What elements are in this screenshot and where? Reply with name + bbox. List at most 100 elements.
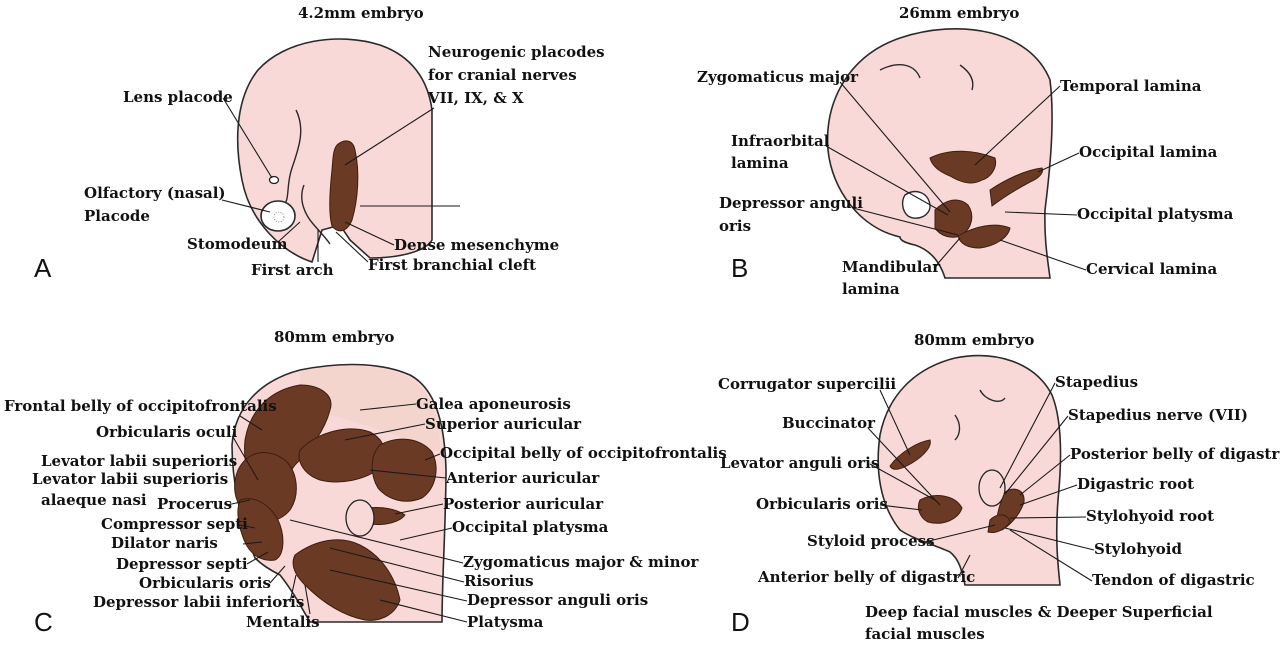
panel-a-dense-mesenchyme [329, 140, 359, 232]
label-mentalis: Mentalis [246, 613, 320, 631]
label-depressor-anguli-c: Depressor anguli oris [467, 591, 648, 609]
leader [999, 239, 1087, 271]
panel-c-title: 80mm embryo [274, 328, 394, 346]
leader [852, 207, 959, 236]
label-neurogenic-placodes-2: for cranial nerves [428, 66, 577, 84]
leader [999, 382, 1056, 489]
leader [344, 107, 435, 166]
label-infraorbital-1: Infraorbital [731, 132, 830, 150]
panel-b: 26mm embryo Zygomaticus major Temporal l… [697, 4, 1234, 298]
label-neurogenic-placodes-1: Neurogenic placodes [428, 43, 605, 61]
label-lens-placode: Lens placode [123, 88, 233, 106]
panel-b-embryo-head [826, 28, 1053, 279]
leader [924, 524, 996, 543]
panel-a-lens-placode [268, 175, 280, 185]
panel-c-platysma [292, 539, 401, 621]
label-depressor-septi: Depressor septi [116, 555, 248, 573]
leader [359, 403, 417, 411]
label-platysma: Platysma [467, 613, 544, 631]
panel-b-cervical-lamina [957, 224, 1011, 249]
leader [974, 85, 1061, 166]
label-anterior-digastric: Anterior belly of digastric [757, 568, 975, 586]
panel-a-contour [283, 109, 302, 206]
label-depressor-anguli-b-1: Depressor anguli [719, 194, 863, 212]
leader [344, 423, 426, 441]
panel-d-caption-2: facial muscles [865, 625, 985, 643]
leader [329, 569, 468, 602]
label-depressor-labii: Depressor labii inferioris [93, 593, 304, 611]
panel-b-occipital-lamina [989, 167, 1043, 207]
leader [242, 541, 263, 545]
leader [222, 97, 273, 179]
label-first-arch: First arch [251, 261, 334, 279]
panel-c: 80mm embryo Frontal belly of occipitofro… [4, 328, 727, 637]
label-temporal-lamina: Temporal lamina [1060, 77, 1202, 95]
label-depressor-anguli-b-2: oris [719, 217, 751, 235]
label-procerus: Procerus [157, 495, 232, 513]
label-stapedius: Stapedius [1055, 373, 1138, 391]
leader [226, 499, 251, 506]
panel-a-letter: A [34, 253, 52, 283]
leader [869, 463, 936, 501]
leader [879, 504, 923, 511]
label-olfactory-placode-1: Olfactory (nasal) [84, 184, 226, 202]
label-zygomaticus: Zygomaticus major & minor [463, 553, 699, 571]
label-orbicularis-oris-c: Orbicularis oris [139, 574, 271, 592]
leader [289, 519, 464, 564]
label-levator-anguli: Levator anguli oris [720, 454, 879, 472]
leader [239, 524, 256, 529]
label-stylohyoid-root: Stylohyoid root [1086, 507, 1214, 525]
panel-d-contour2 [954, 414, 961, 441]
panel-d-caption-1: Deep facial muscles & Deeper Superficial [865, 603, 1213, 621]
panel-a-arch-contour [301, 184, 331, 245]
label-cervical-lamina: Cervical lamina [1086, 260, 1217, 278]
panel-d-contour [979, 389, 1006, 402]
label-occipital-platysma-c: Occipital platysma [452, 518, 609, 536]
panel-b-temporal-lamina [929, 150, 997, 184]
panel-b-eye [901, 190, 931, 219]
label-posterior-digastric: Posterior belly of digastric [1070, 445, 1280, 463]
panel-b-letter: B [731, 253, 748, 283]
label-infraorbital-2: lamina [731, 154, 789, 172]
leader [232, 436, 259, 481]
leader [957, 554, 971, 579]
leader [399, 527, 453, 541]
leader [369, 469, 447, 479]
label-frontal-belly: Frontal belly of occipitofrontalis [4, 397, 277, 415]
leader [239, 415, 263, 431]
leader [394, 503, 444, 515]
panel-c-occipital-belly [371, 438, 437, 502]
label-mandibular-1: Mandibular [842, 258, 941, 276]
leader [1004, 527, 1095, 551]
leader [1019, 454, 1071, 496]
label-occipital-platysma-b: Occipital platysma [1077, 205, 1234, 223]
panel-a-title: 4.2mm embryo [298, 4, 424, 22]
panel-b-facial-lamina [934, 199, 973, 238]
leader [879, 389, 911, 456]
leader [269, 565, 286, 584]
panel-d-buccinator [917, 495, 963, 524]
label-corrugator: Corrugator supercilii [718, 375, 896, 393]
panel-d-title: 80mm embryo [914, 331, 1034, 349]
label-stylohyoid: Stylohyoid [1094, 540, 1183, 558]
label-first-branchial-cleft: First branchial cleft [368, 256, 536, 274]
label-zygomaticus-major-b: Zygomaticus major [697, 68, 859, 86]
label-superior-auricular: Superior auricular [425, 415, 582, 433]
leader [1004, 211, 1078, 216]
panel-d-embryo-head [877, 354, 1062, 586]
label-neurogenic-placodes-3: VII, IX, & X [427, 89, 524, 107]
label-digastric-root: Digastric root [1077, 475, 1194, 493]
panel-d-letter: D [731, 607, 750, 637]
label-buccinator: Buccinator [782, 414, 876, 432]
leader [246, 551, 269, 565]
label-stomodeum: Stomodeum [187, 235, 288, 253]
leader [335, 231, 369, 263]
panel-b-contour2 [959, 64, 974, 91]
leader [289, 574, 297, 603]
leader [344, 221, 395, 246]
panel-a: 4.2mm embryo Lens placode Neurogenic pla… [34, 4, 605, 283]
panel-c-letter: C [34, 607, 53, 637]
leader [329, 547, 465, 583]
leader [839, 81, 951, 213]
label-mandibular-2: lamina [842, 280, 900, 298]
